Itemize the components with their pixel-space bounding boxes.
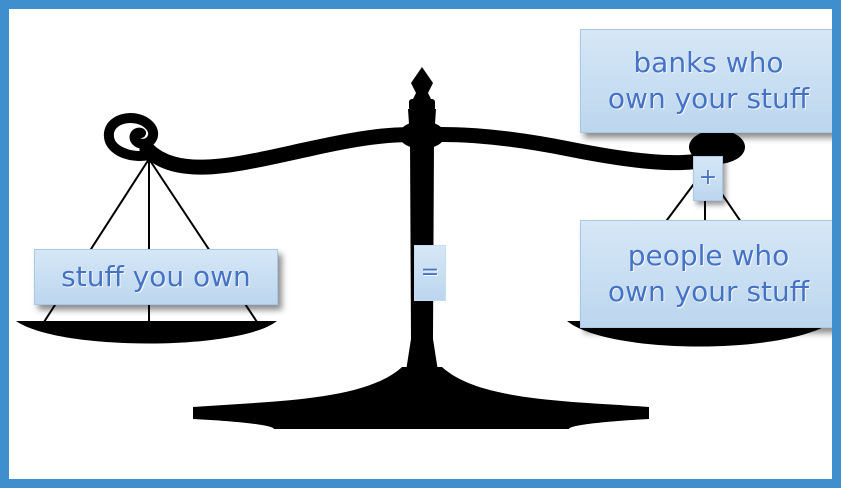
right-bottom-label-line-1: people who — [627, 239, 790, 273]
right-top-label: banks who own your stuff — [580, 29, 832, 133]
left-pan — [16, 321, 277, 344]
left-pan-label: stuff you own — [34, 249, 278, 305]
right-top-label-line-2: own your stuff — [607, 82, 810, 115]
scale-base — [193, 367, 649, 429]
equals-sign: = — [414, 245, 446, 301]
plus-sign: + — [693, 156, 723, 201]
right-top-label-line-1: banks who — [633, 46, 784, 80]
scale-beam — [139, 127, 717, 175]
scale-finial — [411, 67, 433, 101]
left-beam-spiral — [103, 113, 159, 161]
right-bottom-label: people who own your stuff — [580, 220, 832, 328]
scale-post — [406, 109, 438, 371]
equals-sign-text: = — [420, 259, 440, 285]
scale-finial-neck — [409, 99, 435, 111]
right-bottom-label-line-2: own your stuff — [607, 275, 810, 308]
left-pan-label-text: stuff you own — [61, 260, 251, 294]
plus-sign-text: + — [698, 165, 718, 191]
